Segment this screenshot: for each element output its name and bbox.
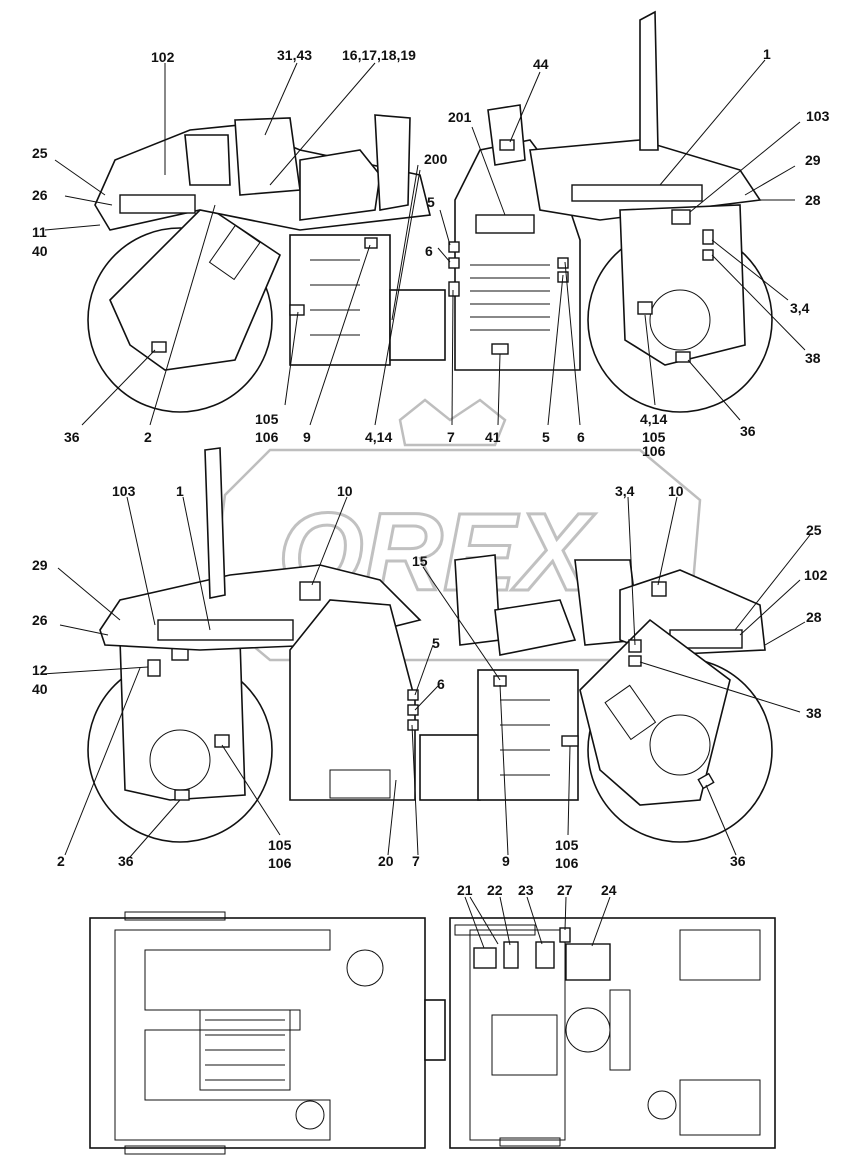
mid-label-102: 102 <box>804 567 828 583</box>
plan-left-body <box>89 917 426 1149</box>
label-2: 2 <box>144 429 152 445</box>
mid-decal-1 <box>157 619 294 641</box>
mid-label-28: 28 <box>806 609 822 625</box>
mid-label-9: 9 <box>502 853 510 869</box>
top-callouts: 102 31,43 16,17,18,19 44 1 103 25 26 11 … <box>32 46 830 459</box>
label-5a: 5 <box>427 194 435 210</box>
right-frame-plate <box>619 204 746 366</box>
engine-grille <box>470 264 550 331</box>
plan-label-21: 21 <box>457 882 473 898</box>
mid-label-2: 2 <box>57 853 65 869</box>
mid-label-36a: 36 <box>118 853 134 869</box>
label-28: 28 <box>805 192 821 208</box>
plan-right-body <box>449 917 776 1149</box>
mid-label-106b: 106 <box>555 855 579 871</box>
label-36b: 36 <box>740 423 756 439</box>
plan-label-24: 24 <box>601 882 617 898</box>
label-3-4: 3,4 <box>790 300 810 316</box>
mid-label-15: 15 <box>412 553 428 569</box>
exhaust-stack <box>639 10 659 151</box>
mid-label-10b: 10 <box>668 483 684 499</box>
label-106b: 106 <box>642 443 666 459</box>
label-105: 105 <box>255 411 279 427</box>
label-31-43: 31,43 <box>277 47 312 63</box>
decal-1 <box>571 184 703 202</box>
mid-label-38: 38 <box>806 705 822 721</box>
decal-201 <box>475 214 535 234</box>
middle-leaders <box>41 496 811 858</box>
mid-label-103: 103 <box>112 483 136 499</box>
label-103: 103 <box>806 108 830 124</box>
mid-seat <box>494 599 577 656</box>
mid-label-1: 1 <box>176 483 184 499</box>
top-side-view <box>87 10 773 413</box>
label-200: 200 <box>424 151 448 167</box>
label-36a: 36 <box>64 429 80 445</box>
plan-label-22: 22 <box>487 882 503 898</box>
mid-label-29: 29 <box>32 557 48 573</box>
label-5b: 5 <box>542 429 550 445</box>
label-7: 7 <box>447 429 455 445</box>
label-11: 11 <box>32 224 47 240</box>
plan-seat <box>491 1014 558 1076</box>
label-16-19: 16,17,18,19 <box>342 47 416 63</box>
label-25: 25 <box>32 145 48 161</box>
label-201: 201 <box>448 109 472 125</box>
mid-ladder-section <box>477 669 579 801</box>
label-102: 102 <box>151 49 175 65</box>
mid-left-frame <box>119 639 246 801</box>
mid-label-12: 12 <box>32 662 48 678</box>
plan-label-23: 23 <box>518 882 534 898</box>
mid-label-26: 26 <box>32 612 48 628</box>
label-9: 9 <box>303 429 311 445</box>
label-29: 29 <box>805 152 821 168</box>
top-leaders <box>44 59 806 426</box>
label-4-14: 4,14 <box>365 429 392 445</box>
plan-view <box>89 911 776 1155</box>
mid-label-5: 5 <box>432 635 440 651</box>
label-1: 1 <box>763 46 771 62</box>
decal-102 <box>119 194 196 214</box>
label-40: 40 <box>32 243 48 259</box>
middle-callouts: 103 1 10 3,4 10 25 29 15 102 26 28 5 6 1… <box>32 483 828 871</box>
label-6a: 6 <box>425 243 433 259</box>
mid-label-3-4: 3,4 <box>615 483 635 499</box>
label-6b: 6 <box>577 429 585 445</box>
mid-right-frame <box>579 618 731 806</box>
decal-41 <box>491 343 509 355</box>
mid-label-6: 6 <box>437 676 445 692</box>
mid-label-10a: 10 <box>337 483 353 499</box>
plan-radiator-grille <box>205 1019 285 1081</box>
mid-label-106: 106 <box>268 855 292 871</box>
plan-callouts: 21 22 23 27 24 <box>457 882 617 898</box>
label-105-right: 4,14 <box>640 411 667 427</box>
label-26: 26 <box>32 187 48 203</box>
plan-leaders <box>464 896 611 949</box>
label-38: 38 <box>805 350 821 366</box>
left-ladder-section <box>289 234 391 366</box>
plan-label-27: 27 <box>557 882 573 898</box>
label-44: 44 <box>533 56 549 72</box>
label-41: 41 <box>485 429 501 445</box>
operator-seat <box>299 149 381 221</box>
mid-label-40: 40 <box>32 681 48 697</box>
label-106: 106 <box>255 429 279 445</box>
mid-label-7: 7 <box>412 853 420 869</box>
mid-label-20: 20 <box>378 853 394 869</box>
mid-label-105b: 105 <box>555 837 579 853</box>
mid-label-105: 105 <box>268 837 292 853</box>
mid-label-25: 25 <box>806 522 822 538</box>
decal-44 <box>499 139 515 151</box>
mid-label-36b: 36 <box>730 853 746 869</box>
mid-exhaust <box>204 447 226 599</box>
middle-side-view <box>87 447 773 843</box>
label-105b: 105 <box>642 429 666 445</box>
